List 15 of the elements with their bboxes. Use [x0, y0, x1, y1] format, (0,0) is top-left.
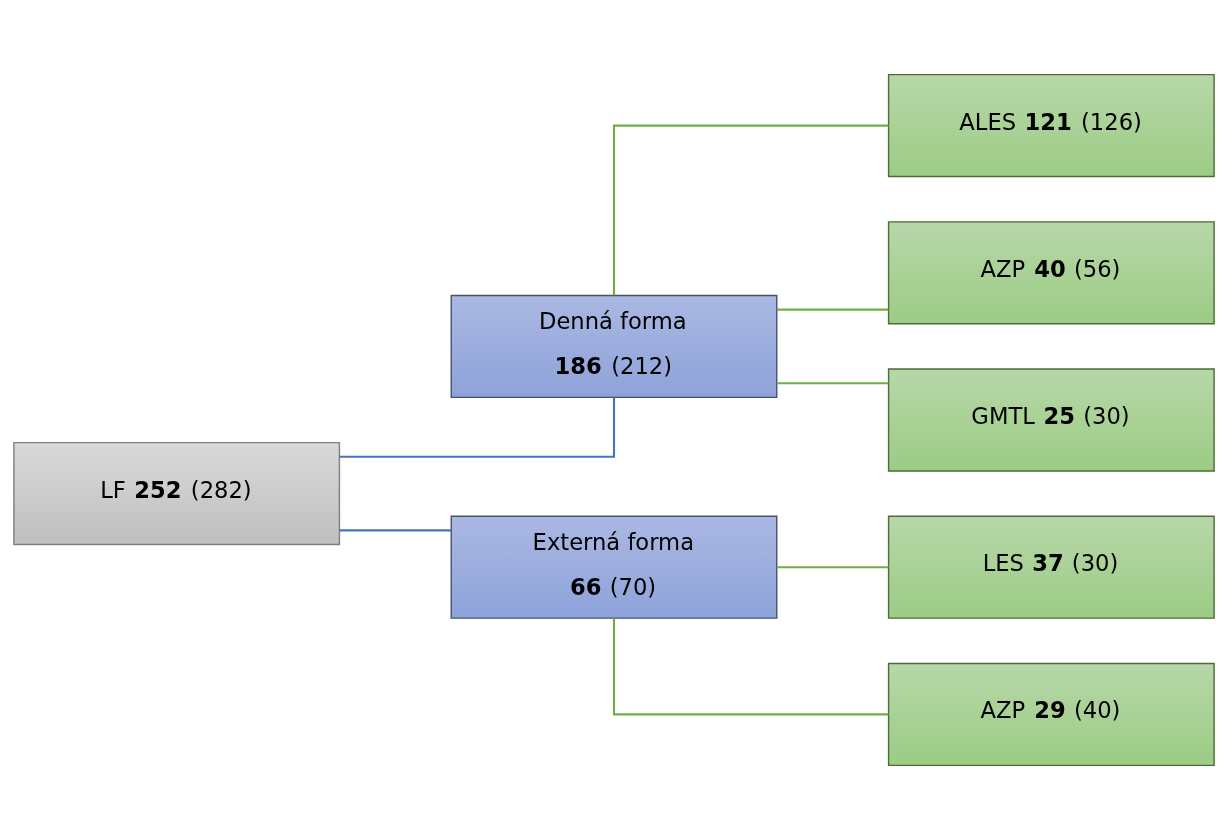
- node-box: AZP 29 (40): [887, 662, 1215, 767]
- connector: [339, 397, 616, 458]
- connector: [776, 566, 889, 569]
- node-box: LES 37 (30): [887, 515, 1215, 619]
- node-box: AZP 40 (56): [887, 221, 1215, 325]
- node-box: GMTL 25 (30): [887, 368, 1215, 472]
- node-box: LF 252 (282): [13, 441, 341, 546]
- node-box: ALES 121 (126): [887, 73, 1215, 178]
- connector: [776, 308, 889, 311]
- node-box: Externá forma 66 (70): [450, 515, 778, 619]
- node-box: Denná forma 186 (212): [450, 294, 778, 399]
- connector: [612, 124, 889, 296]
- connector: [612, 618, 889, 716]
- connector: [339, 529, 451, 532]
- connector: [776, 382, 889, 385]
